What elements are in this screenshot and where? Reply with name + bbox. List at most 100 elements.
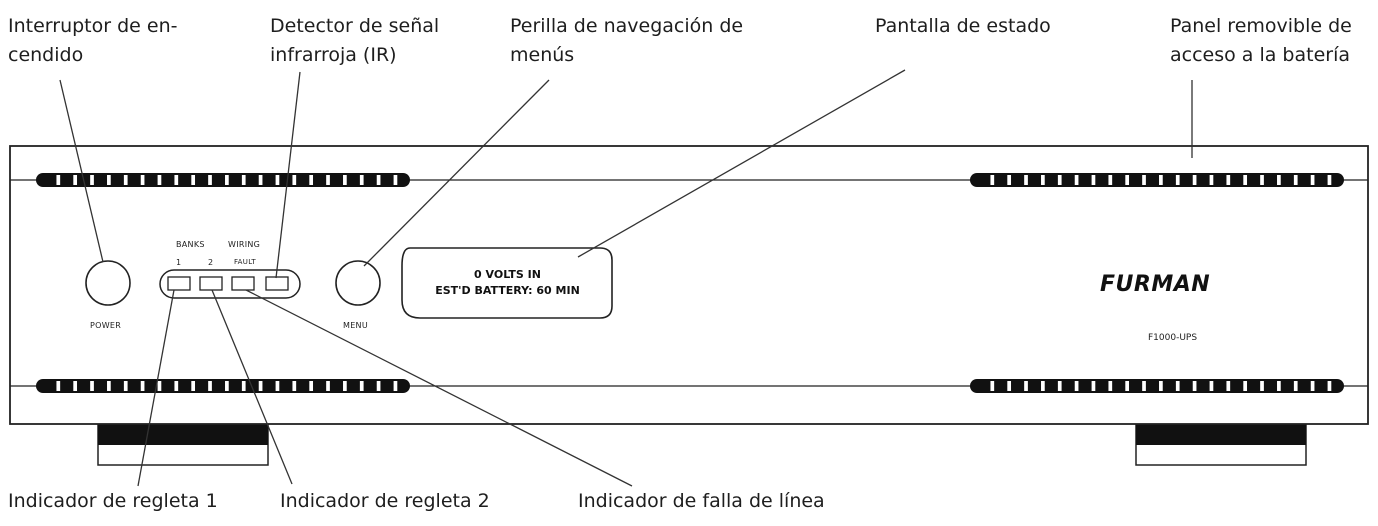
vent-strip [36,379,410,393]
bank2-led [199,276,223,291]
vent-slot-gap [292,175,297,185]
callout-status-display: Pantalla de estado [875,12,1051,41]
callout-line: Interruptor de en- [8,15,178,37]
vent-slot-gap [1041,175,1045,185]
wiring-label: WIRING [228,240,261,249]
vent-slot-gap [1277,175,1281,185]
vent-slot-gap [1293,381,1298,391]
vent-slot-gap [359,175,364,185]
vent-strip [36,173,410,187]
leader-lines [59,69,1193,487]
vent-slot-gap [990,381,995,391]
leader-menu [363,79,550,267]
vent-slot-gap [107,381,111,391]
vent-slot-gap [1108,381,1113,391]
callout-menu-knob: Perilla de navegación de menús [510,12,743,70]
vent-slot-gap [1327,381,1332,391]
callout-line: Panel removible de [1170,15,1352,37]
callout-ir-detector: Detector de señal infrarroja (IR) [270,12,439,70]
vent-slot-gap [258,381,263,391]
callout-line: Indicador de regleta 2 [280,490,490,512]
vent-slot-gap [1226,381,1231,391]
vent-slot-gap [1091,381,1096,391]
vent-slot-gap [225,175,229,185]
vent-slot-gap [140,381,145,391]
banks-label: BANKS [176,240,205,249]
vent-slot-gap [1041,381,1045,391]
vent-slot-gap [326,381,330,391]
bank1-led [167,276,191,291]
vent-slot-gap [157,381,162,391]
vent-slot-gap [107,175,111,185]
callout-line: menús [510,44,575,66]
vent-slot-gap [174,381,179,391]
leader-power [59,79,104,263]
callout-line-fault-indicator: Indicador de falla de línea [578,487,825,516]
vent-slot-gap [241,381,246,391]
display-line-1: 0 VOLTS IN [474,268,541,281]
vent-slot-gap [1293,175,1298,185]
menu-label: MENU [343,321,368,330]
vent-slot-gap [343,175,347,185]
status-display-text: 0 VOLTS IN EST'D BATTERY: 60 MIN [405,248,610,314]
vent-slot-gap [1142,381,1146,391]
led-bezel [159,269,301,299]
callout-line: Pantalla de estado [875,15,1051,37]
leader-bank1 [137,289,175,487]
vent-slot-gap [123,175,128,185]
vent-slot-gap [1260,175,1264,185]
vent-slot-gap [1159,175,1163,185]
vent-strip [970,379,1344,393]
callout-line: Detector de señal [270,15,440,37]
vent-slot-gap [309,175,314,185]
vent-slot-gap [90,381,94,391]
vent-slot-gap [225,381,229,391]
power-button [85,260,131,306]
vent-slot-gap [1310,175,1315,185]
vent-slot-gap [275,381,280,391]
vent-slot-gap [1327,175,1332,185]
callout-line: acceso a la batería [1170,44,1351,66]
callout-line: infrarroja (IR) [270,44,397,66]
vent-slot-gap [191,175,196,185]
vent-slot-gap [1175,175,1180,185]
vent-slot-gap [208,175,212,185]
vent-slot-gap [1260,381,1264,391]
vent-slot-gap [343,381,347,391]
power-label: POWER [90,321,122,330]
vent-slot-gap [1024,381,1028,391]
vent-slot-gap [1125,381,1130,391]
callout-power-switch: Interruptor de en- cendido [8,12,177,70]
vent-slot-gap [1243,175,1248,185]
vent-slot-gap [1175,381,1180,391]
vent-slot-gap [1209,175,1214,185]
callout-battery-panel: Panel removible de acceso a la batería [1170,12,1352,70]
vent-slot-gap [1192,175,1197,185]
vent-slot-gap [1142,175,1146,185]
status-display-window [401,247,613,319]
menu-knob [335,260,381,306]
vent-slot-gap [73,175,78,185]
right-foot [1135,422,1307,466]
vent-slot-gap [140,175,145,185]
vent-slot-gap [1277,381,1281,391]
vent-slot-gap [393,381,398,391]
vent-slot-gap [1074,175,1079,185]
vent-slot-gap [275,175,280,185]
leader-display [577,69,906,258]
vent-slot-gap [1007,381,1012,391]
vent-slot-gap [1310,381,1315,391]
vent-slot-gap [1159,381,1163,391]
vent-slot-gap [1125,175,1130,185]
vent-slot-gap [326,175,330,185]
bank2-number: 2 [208,258,214,267]
vent-slot-gap [157,175,162,185]
left-foot [97,422,269,466]
vent-slot-gap [1192,381,1197,391]
leader-fault [245,289,633,487]
vent-slot-gap [258,175,263,185]
vent-slot-gap [56,175,61,185]
vent-slot-gap [90,175,94,185]
vent-slot-gap [123,381,128,391]
